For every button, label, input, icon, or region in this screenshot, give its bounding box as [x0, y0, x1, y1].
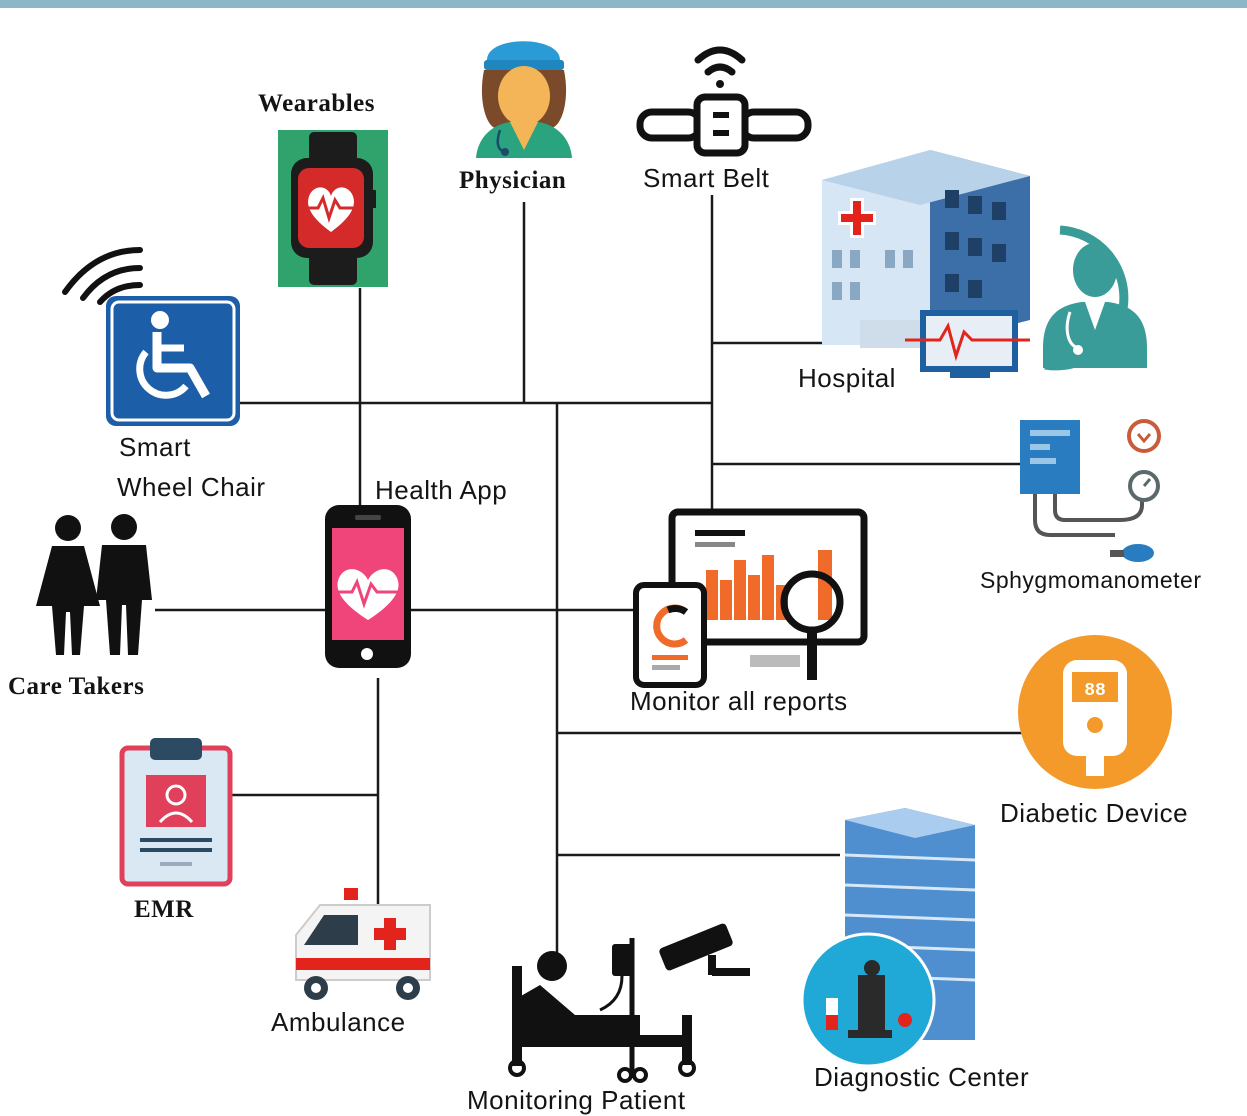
label-health-app: Health App	[375, 475, 508, 505]
hospital-building-icon	[822, 150, 1030, 378]
connector-lines	[155, 195, 1022, 958]
label-emr: EMR	[134, 896, 194, 923]
label-care-takers: Care Takers	[8, 673, 145, 700]
glucose-meter-icon: 88	[1018, 635, 1172, 789]
medical-record-clipboard-icon	[119, 738, 233, 887]
label-wearables: Wearables	[258, 90, 375, 117]
female-doctor-icon	[476, 41, 572, 158]
label-smart-wheel-chair-line2: Wheel Chair	[117, 472, 266, 502]
wheelchair-wifi-icon	[62, 247, 240, 426]
label-physician: Physician	[459, 167, 567, 194]
blood-pressure-monitor-icon	[1020, 419, 1161, 562]
svg-text:88: 88	[1084, 681, 1106, 701]
smart-belt-wifi-icon	[636, 46, 812, 157]
phone-heart-icon	[325, 505, 411, 668]
smartwatch-heart-icon	[278, 130, 388, 287]
doctor-avatar-icon	[1043, 225, 1147, 371]
label-monitor-all-reports: Monitor all reports	[630, 686, 848, 716]
reports-dashboard-icon	[633, 508, 868, 688]
caretakers-people-icon	[36, 514, 152, 655]
label-sphygmomanometer: Sphygmomanometer	[980, 567, 1202, 593]
label-smart-wheel-chair-line1: Smart	[119, 432, 191, 462]
label-smart-belt: Smart Belt	[643, 163, 770, 193]
label-diagnostic-center: Diagnostic Center	[814, 1062, 1030, 1092]
patient-bed-camera-icon	[508, 923, 750, 1083]
label-ambulance: Ambulance	[271, 1007, 406, 1037]
top-accent-bar	[0, 0, 1247, 8]
ambulance-icon	[295, 888, 431, 1000]
label-hospital: Hospital	[798, 363, 896, 393]
diagnostic-center-icon	[800, 808, 976, 1068]
label-diabetic-device: Diabetic Device	[1000, 798, 1189, 828]
label-monitoring-patient: Monitoring Patient	[467, 1085, 686, 1115]
